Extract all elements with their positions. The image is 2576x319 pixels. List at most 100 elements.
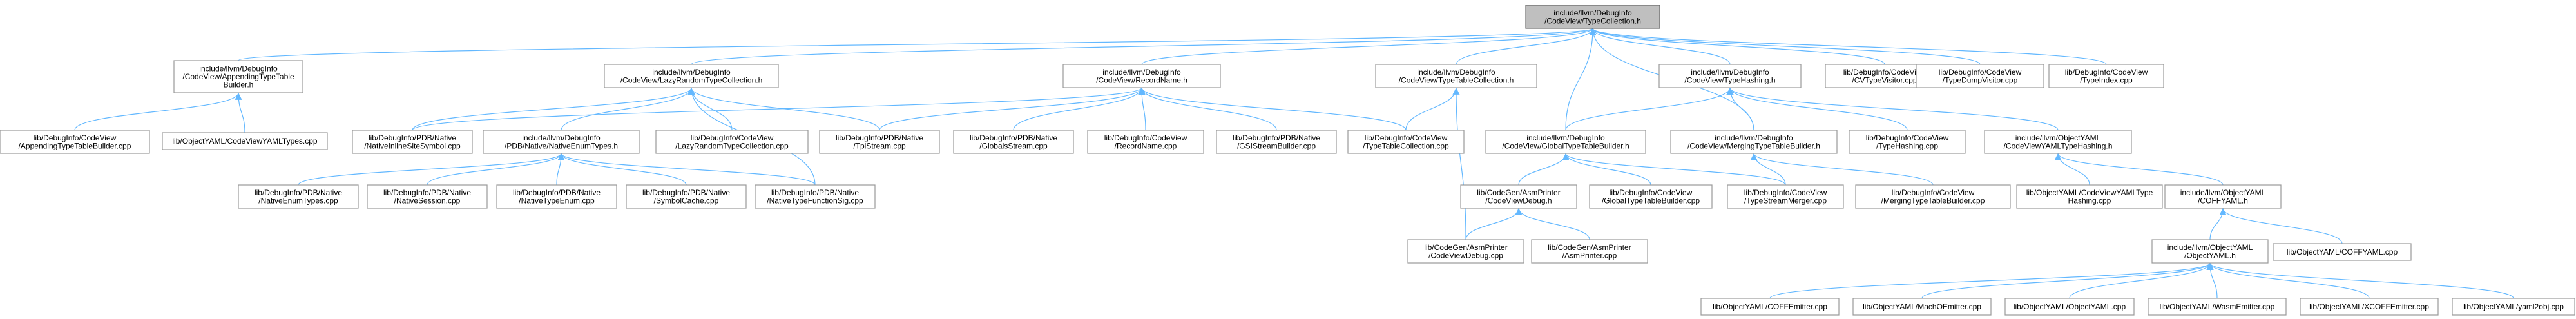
node-appendingcpp[interactable]: lib/DebugInfo/CodeView/AppendingTypeTabl… — [0, 130, 150, 154]
edge-tabletypecollcpp-to-recordname — [1138, 87, 1407, 131]
node-nativefuncsig[interactable]: lib/DebugInfo/PDB/Native/NativeTypeFunct… — [755, 184, 876, 209]
node-label: lib/ObjectYAML/yaml2obj.cpp — [2463, 302, 2564, 311]
node-globalsstream[interactable]: lib/DebugInfo/PDB/Native/GlobalsStream.c… — [953, 130, 1074, 154]
node-box — [1916, 64, 2044, 88]
node-label: include/llvm/DebugInfo — [1553, 8, 1632, 17]
node-nativesession[interactable]: lib/DebugInfo/PDB/Native/NativeSession.c… — [367, 184, 488, 209]
node-label: /LazyRandomTypeCollection.cpp — [675, 141, 789, 150]
edge-objectyamlh-to-coffyamlh — [2209, 208, 2227, 240]
node-typestreammerger[interactable]: lib/DebugInfo/CodeView/TypeStreamMerger.… — [1727, 184, 1844, 209]
node-root[interactable]: include/llvm/DebugInfo/CodeView/TypeColl… — [1525, 5, 1660, 29]
node-mergingh[interactable]: include/llvm/DebugInfo/CodeView/MergingT… — [1670, 130, 1838, 154]
node-label: lib/DebugInfo/PDB/Native — [383, 188, 471, 197]
node-recordname[interactable]: include/llvm/DebugInfo/CodeView/RecordNa… — [1062, 64, 1221, 88]
node-label: lib/DebugInfo/PDB/Native — [771, 188, 859, 197]
node-coffyamlcpp[interactable]: lib/ObjectYAML/COFFYAML.cpp — [2273, 243, 2412, 261]
node-yaml2obj[interactable]: lib/ObjectYAML/yaml2obj.cpp — [2452, 298, 2575, 316]
node-globaltypecpp[interactable]: lib/DebugInfo/CodeView/GlobalTypeTableBu… — [1589, 184, 1713, 209]
edge-typedumpvisitor-to-root — [1589, 28, 1981, 65]
node-codeviewdebugcpp[interactable]: lib/CodeGen/AsmPrinter/CodeViewDebug.cpp — [1407, 239, 1524, 264]
node-codeviewdebugh[interactable]: lib/CodeGen/AsmPrinter/CodeViewDebug.h — [1460, 184, 1577, 209]
node-label: include/llvm/ObjectYAML — [2167, 243, 2253, 252]
node-typehashingcpp[interactable]: lib/DebugInfo/CodeView/TypeHashing.cpp — [1849, 130, 1966, 154]
node-label: lib/DebugInfo/PDB/Native — [836, 133, 923, 142]
node-box — [1375, 64, 1537, 88]
node-lazycpp[interactable]: lib/DebugInfo/CodeView/LazyRandomTypeCol… — [655, 130, 809, 154]
node-recordnamecpp[interactable]: lib/DebugInfo/CodeView/RecordName.cpp — [1087, 130, 1204, 154]
node-label: /CodeView/TypeCollection.h — [1544, 16, 1641, 25]
edge-nativeinline-to-recordname — [412, 87, 1146, 131]
node-tabletypecollcpp[interactable]: lib/DebugInfo/CodeView/TypeTableCollecti… — [1347, 130, 1465, 154]
edge-globaltypeh-to-typehashing — [1565, 87, 1734, 131]
node-tabletypecoll[interactable]: include/llvm/DebugInfo/CodeView/TypeTabl… — [1375, 64, 1537, 88]
edge-yamlhashingcpp-to-yamlhashingh — [2054, 153, 2090, 186]
edge-nativeenumcpp-to-nativeenumh — [298, 153, 565, 186]
node-nativeenumh[interactable]: include/llvm/DebugInfo/PDB/Native/Native… — [483, 130, 640, 154]
node-nativeinline[interactable]: lib/DebugInfo/PDB/Native/NativeInlineSit… — [352, 130, 473, 154]
node-typehashing[interactable]: include/llvm/DebugInfo/CodeView/TypeHash… — [1658, 64, 1802, 88]
node-box — [1658, 64, 1802, 88]
edge-typehashing-to-root — [1589, 28, 1731, 65]
edge-nativetypeenum-to-nativeenumh — [556, 153, 565, 186]
node-box — [1531, 239, 1648, 264]
node-label: include/llvm/DebugInfo — [652, 68, 731, 77]
node-label: /MergingTypeTableBuilder.cpp — [1881, 196, 1985, 205]
node-label: lib/DebugInfo/CodeView — [1866, 133, 1949, 142]
node-xcoffemitter[interactable]: lib/ObjectYAML/XCOFFEmitter.cpp — [2300, 298, 2439, 316]
edge-globalsstream-to-recordname — [1013, 87, 1146, 131]
node-label: Hashing.cpp — [2068, 196, 2111, 205]
node-tpistream[interactable]: lib/DebugInfo/PDB/Native/TpiStream.cpp — [819, 130, 940, 154]
node-label: include/llvm/DebugInfo — [1102, 68, 1181, 77]
node-label: /SymbolCache.cpp — [654, 196, 719, 205]
node-label: lib/ObjectYAML/CodeViewYAMLTypes.cpp — [172, 137, 318, 146]
edge-codeviewdebugcpp-to-codeviewdebugh — [1465, 208, 1523, 240]
node-label: /CodeView/GlobalTypeTableBuilder.h — [1502, 141, 1629, 150]
node-mergingcpp[interactable]: lib/DebugInfo/CodeView/MergingTypeTableB… — [1855, 184, 2011, 209]
node-label: lib/DebugInfo/CodeView — [1939, 68, 2022, 77]
node-machoemitter[interactable]: lib/ObjectYAML/MachOEmitter.cpp — [1852, 298, 1992, 316]
node-label: lib/DebugInfo/CodeView — [1892, 188, 1975, 197]
node-lazyrandom[interactable]: include/llvm/DebugInfo/CodeView/LazyRand… — [604, 64, 779, 88]
node-typeindex[interactable]: lib/DebugInfo/CodeView/TypeIndex.cpp — [2048, 64, 2164, 88]
node-objectyamlcpp[interactable]: lib/ObjectYAML/ObjectYAML.cpp — [2004, 298, 2135, 316]
node-box — [655, 130, 809, 154]
node-symbolcache[interactable]: lib/DebugInfo/PDB/Native/SymbolCache.cpp — [626, 184, 747, 209]
node-label: lib/DebugInfo/CodeView — [1843, 68, 1927, 77]
node-box — [238, 184, 359, 209]
node-box — [367, 184, 488, 209]
node-coffyamlh[interactable]: include/llvm/ObjectYAML/COFFYAML.h — [2164, 184, 2282, 209]
node-label: /TypeTableCollection.cpp — [1363, 141, 1449, 150]
edge-xcoffemitter-to-objectyamlh — [2206, 262, 2370, 299]
node-globaltypeh[interactable]: include/llvm/DebugInfo/CodeView/GlobalTy… — [1485, 130, 1646, 154]
node-label: lib/ObjectYAML/MachOEmitter.cpp — [1863, 302, 1981, 311]
node-objectyamlh[interactable]: include/llvm/ObjectYAML/ObjectYAML.h — [2151, 239, 2269, 264]
node-label: lib/ObjectYAML/CodeViewYAMLType — [2026, 188, 2153, 197]
node-box — [1407, 239, 1524, 264]
node-wasmemitter[interactable]: lib/ObjectYAML/WasmEmitter.cpp — [2148, 298, 2287, 316]
node-coffemitter[interactable]: lib/ObjectYAML/COFFEmitter.cpp — [1700, 298, 1840, 316]
node-yamlhashingcpp[interactable]: lib/ObjectYAML/CodeViewYAMLTypeHashing.c… — [2016, 184, 2163, 209]
node-label: lib/DebugInfo/CodeView — [1104, 133, 1187, 142]
edge-yamltypes-to-appending — [235, 92, 245, 133]
node-typedumpvisitor[interactable]: lib/DebugInfo/CodeView/TypeDumpVisitor.c… — [1916, 64, 2044, 88]
node-yamlhashingh[interactable]: include/llvm/ObjectYAML/CodeViewYAMLType… — [1984, 130, 2132, 154]
node-box — [1984, 130, 2132, 154]
node-nativeenumcpp[interactable]: lib/DebugInfo/PDB/Native/NativeEnumTypes… — [238, 184, 359, 209]
node-asmprinter[interactable]: lib/CodeGen/AsmPrinter/AsmPrinter.cpp — [1531, 239, 1648, 264]
node-gsistream[interactable]: lib/DebugInfo/PDB/Native/GSIStreamBuilde… — [1216, 130, 1337, 154]
node-box — [1852, 298, 1992, 316]
node-nativetypeenum[interactable]: lib/DebugInfo/PDB/Native/NativeTypeEnum.… — [496, 184, 617, 209]
node-label: /CodeViewDebug.cpp — [1428, 251, 1503, 260]
edge-symbolcache-to-nativeenumh — [557, 153, 687, 186]
node-yamltypes[interactable]: lib/ObjectYAML/CodeViewYAMLTypes.cpp — [162, 132, 328, 150]
node-label: /GSIStreamBuilder.cpp — [1237, 141, 1316, 150]
node-label: lib/DebugInfo/CodeView — [1610, 188, 1693, 197]
node-box — [1589, 184, 1713, 209]
node-label: /TypeDumpVisitor.cpp — [1943, 75, 2018, 84]
node-label: lib/DebugInfo/CodeView — [691, 133, 774, 142]
node-box — [2273, 243, 2412, 261]
node-label: Builder.h — [224, 81, 254, 90]
node-appending[interactable]: include/llvm/DebugInfo/CodeView/Appendin… — [173, 60, 303, 93]
node-box — [2151, 239, 2269, 264]
